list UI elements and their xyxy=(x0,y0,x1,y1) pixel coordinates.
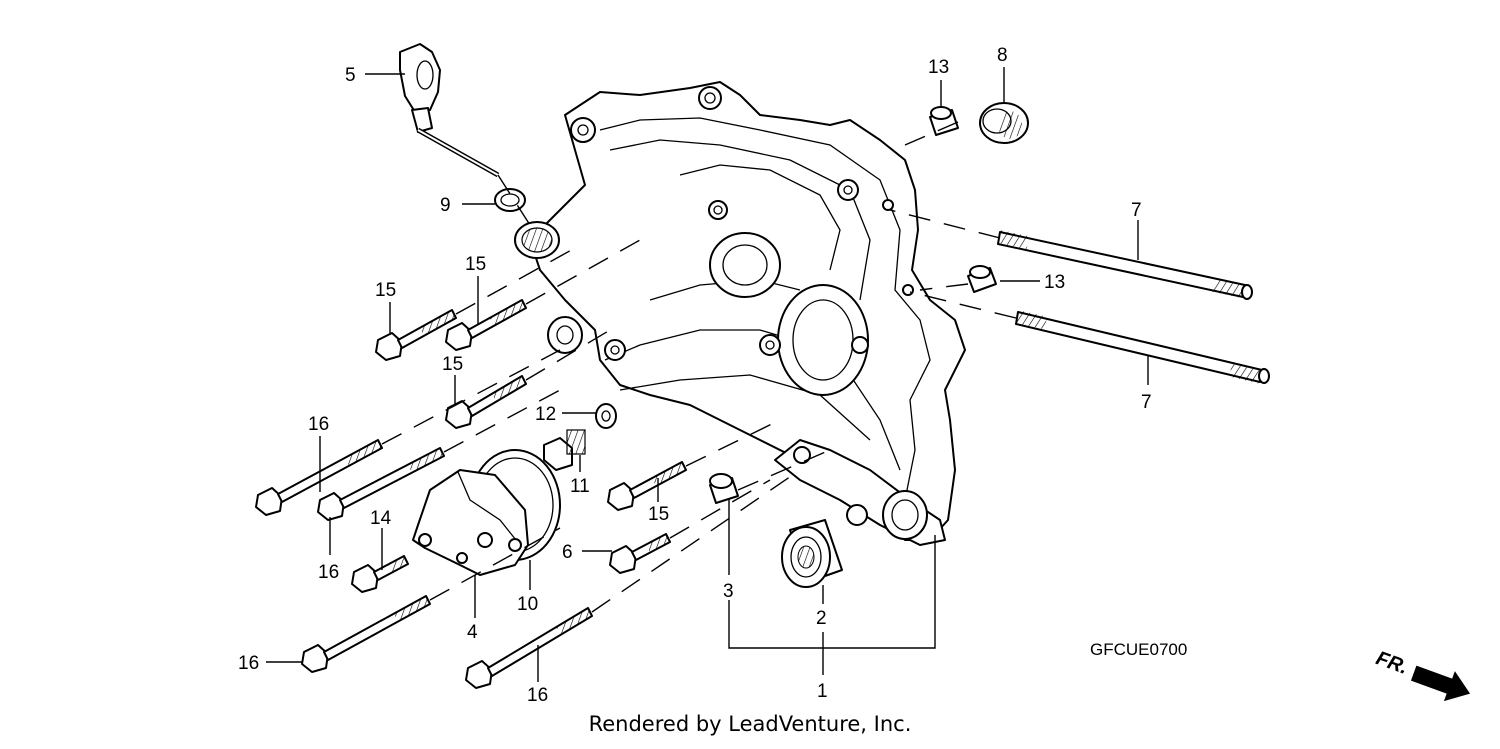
front-arrow-icon xyxy=(1410,665,1471,702)
flange-bolt-14 xyxy=(351,555,409,593)
callout-9: 9 xyxy=(440,195,451,216)
callout-7-upper: 7 xyxy=(1131,200,1142,221)
callout-15-d: 15 xyxy=(648,504,669,525)
callout-14: 14 xyxy=(370,508,392,529)
front-label: FR. xyxy=(1373,647,1411,679)
sealing-washer xyxy=(595,403,617,429)
callout-11: 11 xyxy=(570,476,590,497)
flange-bolt-16-a xyxy=(255,439,383,516)
callout-7-lower: 7 xyxy=(1141,392,1152,413)
dipstick-o-ring xyxy=(494,188,526,212)
drain-bolt xyxy=(543,429,586,471)
flange-bolt-15-c xyxy=(445,375,527,429)
callout-2: 2 xyxy=(816,608,827,629)
callout-3: 3 xyxy=(723,581,734,602)
dowel-pin-upper xyxy=(929,106,959,136)
stud-bolt-lower xyxy=(1015,310,1270,384)
ball-bearing xyxy=(781,519,843,588)
callout-10: 10 xyxy=(517,594,538,615)
flange-bolt-16-d xyxy=(465,607,593,689)
flange-bolt-16-c xyxy=(301,595,431,673)
flange-bolt-15-b xyxy=(445,299,527,351)
front-direction-indicator: FR. xyxy=(1373,647,1471,702)
side-cover xyxy=(412,469,529,576)
callout-13-top: 13 xyxy=(928,57,949,78)
callout-16-d: 16 xyxy=(527,685,548,706)
leader-lines xyxy=(266,67,1149,682)
stud-bolt-upper xyxy=(997,230,1253,300)
dowel-pin-right xyxy=(967,265,997,293)
callout-8: 8 xyxy=(997,45,1008,66)
alignment-lines xyxy=(381,121,1017,613)
callout-6: 6 xyxy=(562,542,573,563)
flange-bolt-16-b xyxy=(317,447,445,521)
footer-credit: Rendered by LeadVenture, Inc. xyxy=(588,712,912,736)
callout-4: 4 xyxy=(467,622,478,643)
callout-15-b: 15 xyxy=(465,254,486,275)
callout-13-right: 13 xyxy=(1044,272,1065,293)
oil-seal xyxy=(979,102,1029,144)
callout-1: 1 xyxy=(817,681,828,702)
oil-dipstick xyxy=(399,43,500,178)
flange-bolt-15-d xyxy=(607,461,687,511)
callout-labels: 5 9 13 8 7 13 7 15 15 15 12 16 11 15 14 … xyxy=(238,45,1152,706)
flange-bolt-15-a xyxy=(375,309,457,361)
crankcase-half xyxy=(514,81,966,546)
diagram-code: GFCUE0700 xyxy=(1090,640,1188,659)
callout-5: 5 xyxy=(345,65,356,86)
callout-12: 12 xyxy=(535,404,556,425)
flange-bolt-6 xyxy=(609,533,671,574)
callout-15-a: 15 xyxy=(375,280,396,301)
callout-16-c: 16 xyxy=(238,653,259,674)
callout-15-c: 15 xyxy=(442,354,463,375)
callout-16-b: 16 xyxy=(318,562,339,583)
callout-16-a: 16 xyxy=(308,414,329,435)
dowel-pin-lower xyxy=(709,473,739,504)
